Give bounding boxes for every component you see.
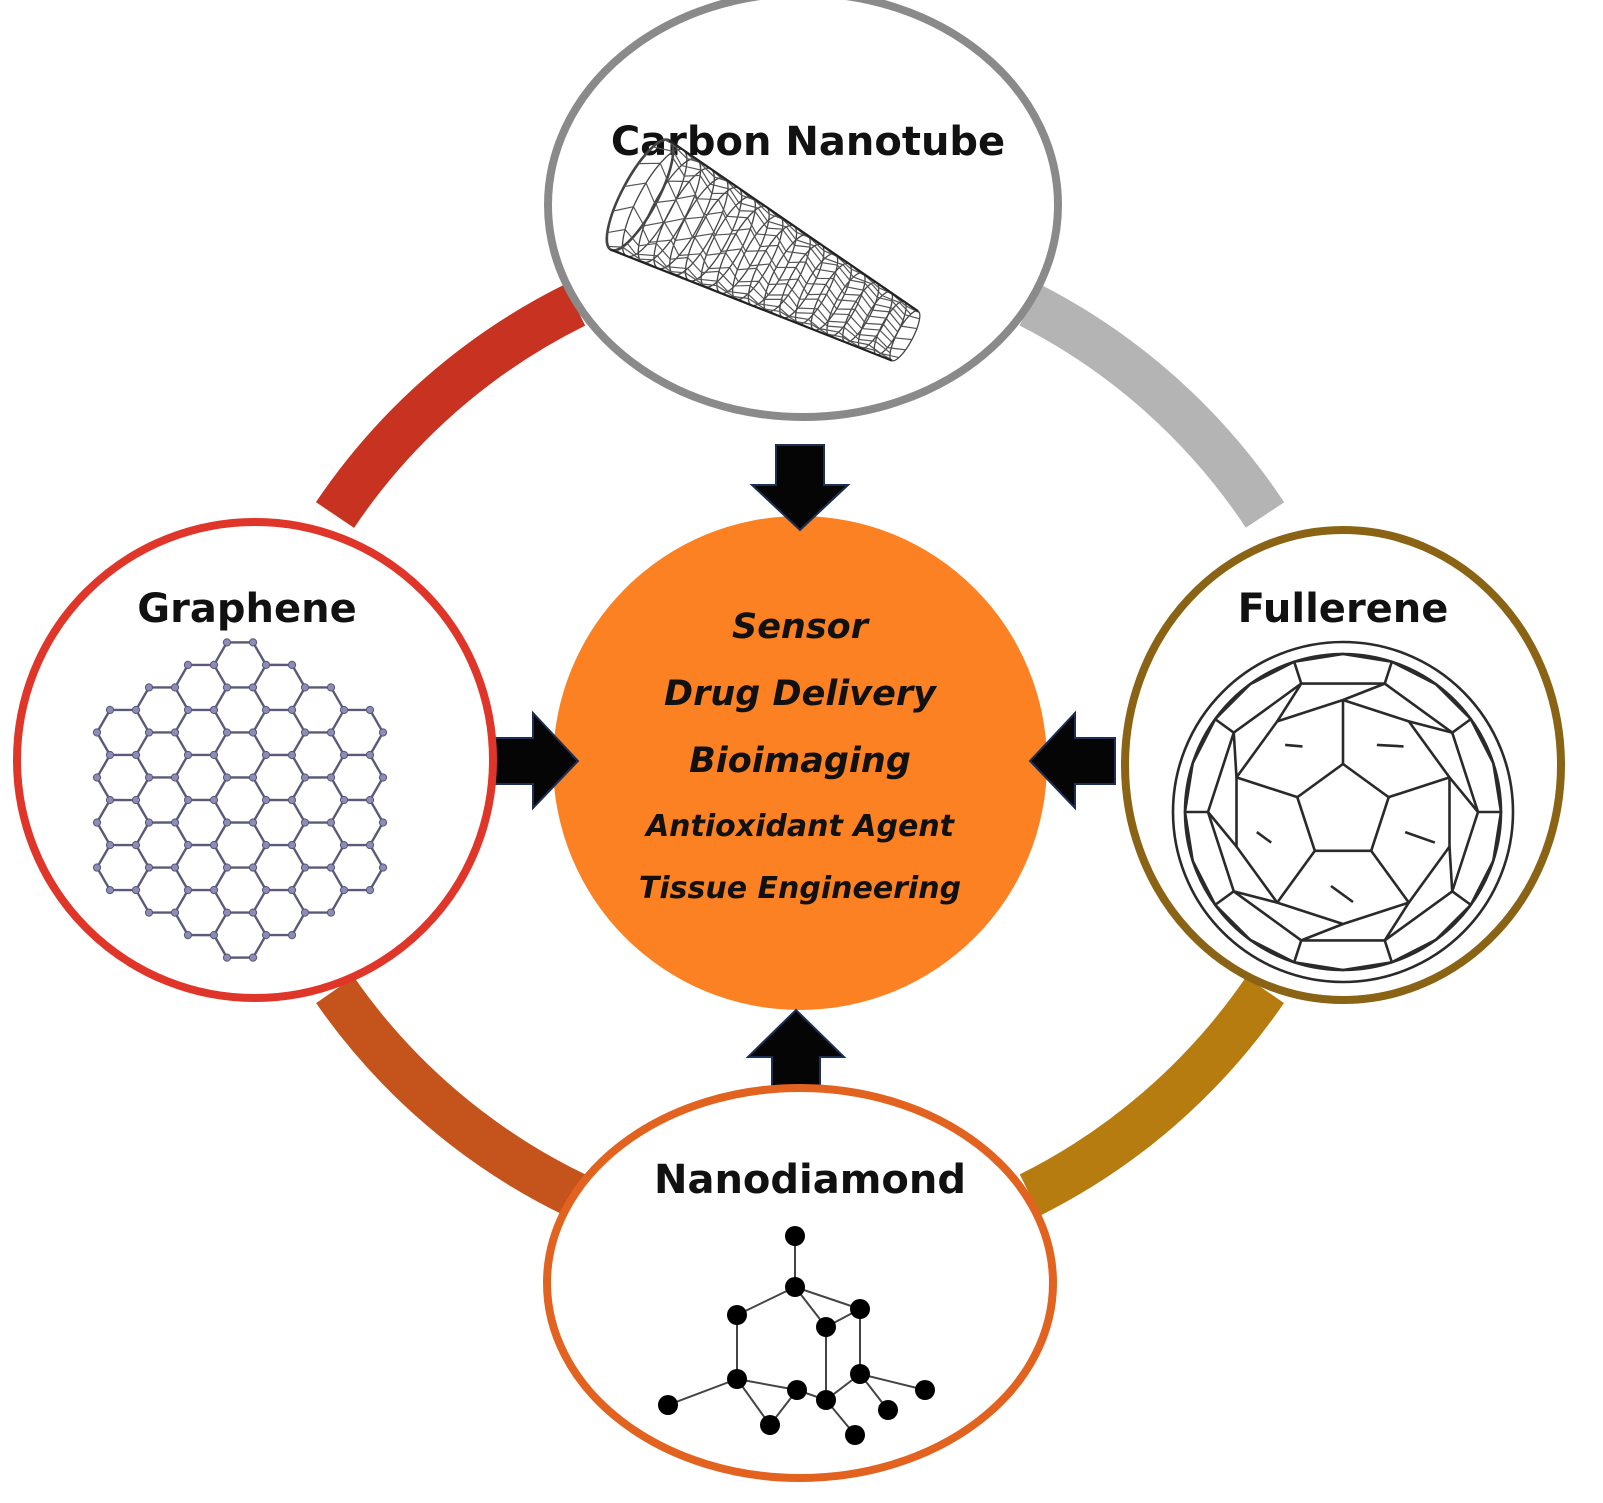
node-fullerene-label: Fullerene bbox=[1238, 586, 1449, 632]
arrows bbox=[492, 444, 1116, 1097]
application-sensor: Sensor bbox=[732, 607, 871, 647]
graphene-lattice-icon bbox=[92, 638, 388, 962]
application-tissue-engineering: Tissue Engineering bbox=[639, 871, 961, 906]
ring-arc-bottom-left bbox=[316, 976, 586, 1216]
node-graphene: Graphene bbox=[13, 518, 497, 1002]
node-nanodiamond: Nanodiamond bbox=[543, 1084, 1057, 1482]
connecting-ring bbox=[315, 284, 1285, 1216]
node-carbon-nanotube: Carbon Nanotube bbox=[544, 0, 1062, 421]
carbon-nanotube-icon bbox=[605, 138, 921, 362]
application-antioxidant-agent: Antioxidant Agent bbox=[644, 809, 956, 844]
ring-arc-bottom-right bbox=[1019, 976, 1284, 1216]
ring-arc-top-left bbox=[315, 284, 586, 528]
applications-hub: Sensor Drug Delivery Bioimaging Antioxid… bbox=[553, 516, 1047, 1010]
application-bioimaging: Bioimaging bbox=[689, 741, 911, 781]
node-graphene-label: Graphene bbox=[137, 586, 356, 632]
arrow-from-graphene bbox=[492, 710, 580, 811]
arrow-from-fullerene bbox=[1028, 710, 1116, 811]
application-drug-delivery: Drug Delivery bbox=[664, 674, 938, 714]
applications-circle bbox=[553, 516, 1047, 1010]
ring-arc-top-right bbox=[1019, 284, 1285, 528]
node-nanodiamond-label: Nanodiamond bbox=[654, 1157, 966, 1203]
fullerene-molecule-icon bbox=[1171, 640, 1515, 984]
node-fullerene: Fullerene bbox=[1121, 526, 1565, 1004]
nanodiamond-structure-icon bbox=[658, 1226, 935, 1445]
node-graphene-border bbox=[13, 518, 497, 1002]
arrow-from-nanodiamond bbox=[745, 1008, 847, 1097]
node-carbon-nanotube-border bbox=[544, 0, 1062, 421]
arrow-from-carbon-nanotube bbox=[749, 444, 851, 532]
